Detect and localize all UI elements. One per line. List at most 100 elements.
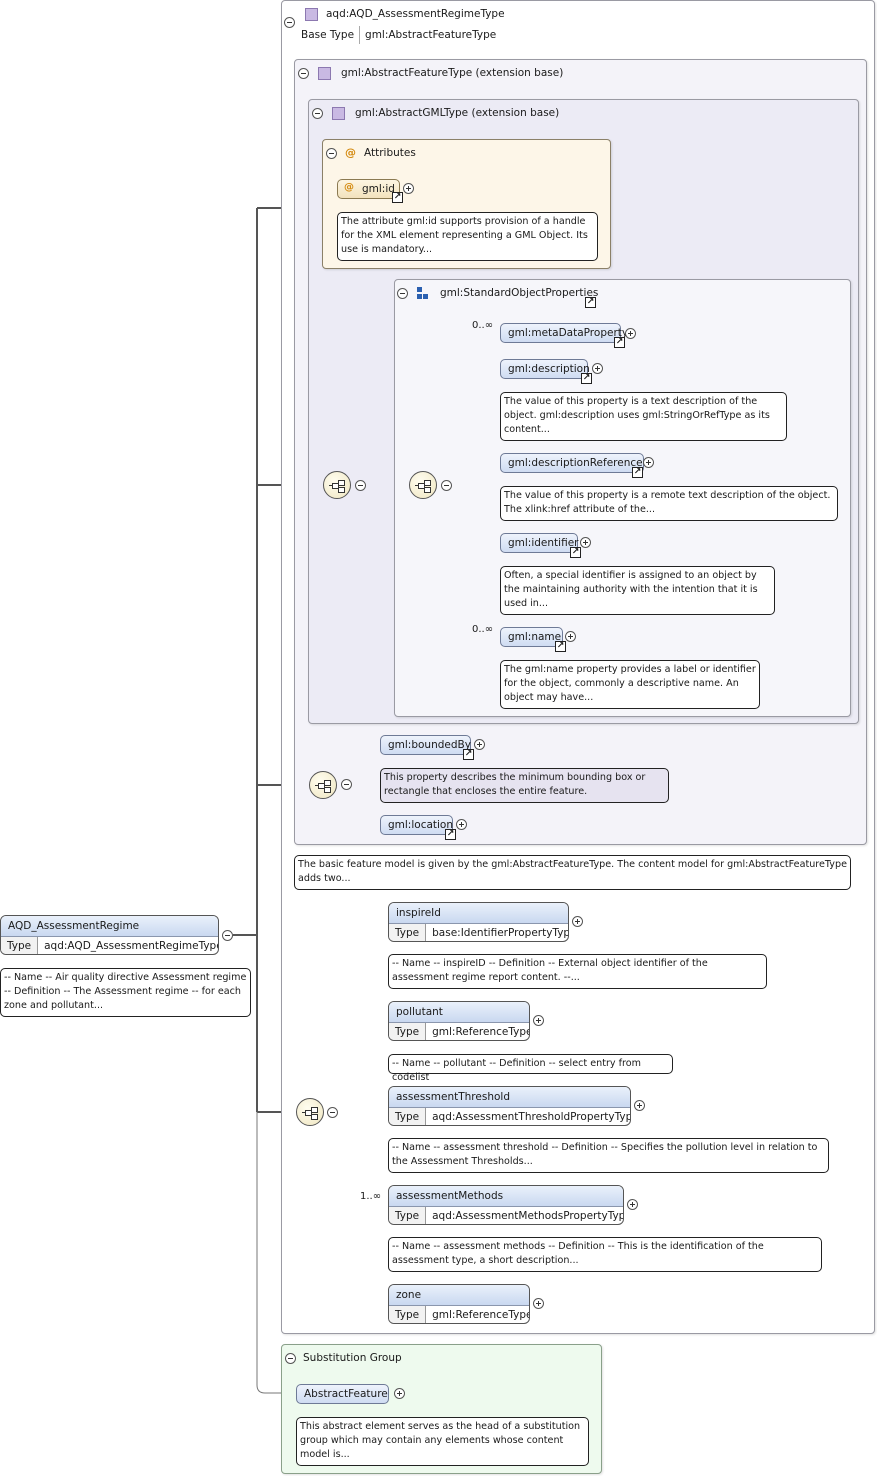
identifier-doc: Often, a special identifier is assigned … — [500, 566, 775, 615]
abstract-feature-element[interactable]: AbstractFeature — [296, 1384, 389, 1404]
type-value: aqd:AssessmentThresholdPropertyType — [432, 1111, 631, 1123]
reference-arrow-icon: ↗ — [614, 337, 625, 348]
description-reference-element[interactable]: gml:descriptionReference — [500, 453, 644, 473]
type-value: aqd:AssessmentMethodsPropertyType — [432, 1210, 624, 1222]
collapse-icon[interactable] — [397, 288, 408, 299]
expand-icon[interactable] — [394, 1388, 405, 1399]
abstract-feature-head-doc: This abstract element serves as the head… — [296, 1417, 589, 1466]
base-type-row: Base Type gml:AbstractFeatureType — [296, 26, 501, 44]
type-label: Type — [389, 1108, 427, 1125]
reference-arrow-icon: ↗ — [463, 749, 474, 760]
expand-icon[interactable] — [572, 916, 583, 927]
type-label: Type — [389, 924, 427, 941]
expand-icon[interactable] — [643, 457, 654, 468]
type-value: gml:ReferenceType — [432, 1309, 530, 1321]
description-doc: The value of this property is a text des… — [500, 392, 787, 441]
identifier-element[interactable]: gml:identifier — [500, 533, 578, 553]
cardinality-label: 1..∞ — [360, 1191, 382, 1202]
sequence-icon[interactable] — [323, 471, 351, 499]
assessment-threshold-element[interactable]: assessmentThreshold Type aqd:AssessmentTh… — [388, 1086, 631, 1126]
element-label: gml:identifier — [508, 537, 579, 549]
expand-icon[interactable] — [592, 363, 603, 374]
reference-arrow-icon: ↗ — [445, 829, 456, 840]
collapse-icon[interactable] — [327, 1107, 338, 1118]
type-label: Type — [1, 937, 39, 954]
expand-icon[interactable] — [565, 631, 576, 642]
main-element[interactable]: AQD_AssessmentRegime Type aqd:AQD_Assess… — [0, 915, 219, 955]
collapse-icon[interactable] — [312, 108, 323, 119]
type-value: base:IdentifierPropertyType — [432, 927, 569, 939]
reference-arrow-icon: ↗ — [585, 297, 596, 308]
collapse-icon[interactable] — [326, 148, 337, 159]
element-name: inspireId — [389, 903, 568, 924]
expand-icon[interactable] — [634, 1100, 645, 1111]
collapse-icon[interactable] — [284, 17, 295, 28]
bounded-by-doc: This property describes the minimum boun… — [380, 768, 669, 803]
expand-icon[interactable] — [625, 328, 636, 339]
base-type-value: gml:AbstractFeatureType — [365, 29, 497, 41]
collapse-icon[interactable] — [441, 480, 452, 491]
attributes-title: Attributes — [364, 147, 416, 159]
bounded-by-element[interactable]: gml:boundedBy — [380, 735, 471, 755]
reference-arrow-icon: ↗ — [570, 547, 581, 558]
reference-arrow-icon: ↗ — [392, 192, 403, 203]
sequence-icon[interactable] — [296, 1098, 324, 1126]
sequence-icon[interactable] — [409, 471, 437, 499]
element-label: gml:metaDataProperty — [508, 327, 629, 339]
gml-id-label: gml:id — [362, 183, 395, 195]
assessment-methods-doc: -- Name -- assessment methods -- Definit… — [388, 1237, 822, 1272]
complex-type-icon — [305, 8, 318, 21]
collapse-icon[interactable] — [298, 68, 309, 79]
collapse-icon[interactable] — [285, 1353, 296, 1364]
expand-icon[interactable] — [403, 183, 414, 194]
inspire-id-element[interactable]: inspireId Type base:IdentifierPropertyTyp… — [388, 902, 569, 942]
abstract-feature-title: gml:AbstractFeatureType (extension base) — [341, 67, 564, 79]
abstract-gml-title: gml:AbstractGMLType (extension base) — [355, 107, 560, 119]
name-doc: The gml:name property provides a label o… — [500, 660, 760, 709]
abstract-feature-doc: The basic feature model is given by the … — [294, 855, 851, 890]
expand-icon[interactable] — [533, 1015, 544, 1026]
location-element[interactable]: gml:location — [380, 815, 453, 835]
element-label: gml:boundedBy — [388, 739, 471, 751]
main-element-name: AQD_AssessmentRegime — [1, 916, 218, 937]
reference-arrow-icon: ↗ — [581, 373, 592, 384]
element-name: assessmentThreshold — [389, 1087, 630, 1108]
element-name: zone — [389, 1285, 529, 1306]
name-element[interactable]: gml:name — [500, 627, 563, 647]
expand-icon[interactable] — [580, 537, 591, 548]
root-type-title: aqd:AQD_AssessmentRegimeType — [326, 8, 505, 20]
assessment-methods-element[interactable]: assessmentMethods Type aqd:AssessmentMeth… — [388, 1185, 624, 1225]
expand-icon[interactable] — [533, 1298, 544, 1309]
type-label: Type — [389, 1207, 427, 1224]
group-icon — [417, 287, 430, 300]
element-label: gml:location — [388, 819, 454, 831]
gml-id-attribute[interactable]: gml:id — [337, 179, 400, 199]
element-name: assessmentMethods — [389, 1186, 623, 1207]
element-name: pollutant — [389, 1002, 529, 1023]
collapse-icon[interactable] — [341, 779, 352, 790]
meta-data-property-element[interactable]: gml:metaDataProperty — [500, 323, 628, 343]
element-label: gml:descriptionReference — [508, 457, 643, 469]
collapse-icon[interactable] — [355, 480, 366, 491]
description-element[interactable]: gml:description — [500, 359, 590, 379]
element-label: gml:description — [508, 363, 590, 375]
assessment-threshold-doc: -- Name -- assessment threshold -- Defin… — [388, 1138, 829, 1173]
element-label: gml:name — [508, 631, 562, 643]
expand-icon[interactable] — [456, 819, 467, 830]
type-label: Type — [389, 1306, 427, 1323]
substitution-group-title: Substitution Group — [303, 1352, 402, 1364]
description-reference-doc: The value of this property is a remote t… — [500, 486, 838, 521]
type-label: Type — [389, 1023, 427, 1040]
gml-id-doc: The attribute gml:id supports provision … — [337, 212, 598, 261]
zone-element[interactable]: zone Type gml:ReferenceType — [388, 1284, 530, 1324]
standard-object-properties-title: gml:StandardObjectProperties — [440, 287, 599, 299]
collapse-icon[interactable] — [222, 930, 233, 941]
sequence-icon[interactable] — [309, 771, 337, 799]
main-element-doc: -- Name -- Air quality directive Assessm… — [0, 968, 251, 1017]
element-label: AbstractFeature — [304, 1388, 388, 1400]
expand-icon[interactable] — [474, 739, 485, 750]
expand-icon[interactable] — [627, 1199, 638, 1210]
attribute-icon: @ — [345, 146, 356, 159]
cardinality-label: 0..∞ — [472, 320, 494, 331]
